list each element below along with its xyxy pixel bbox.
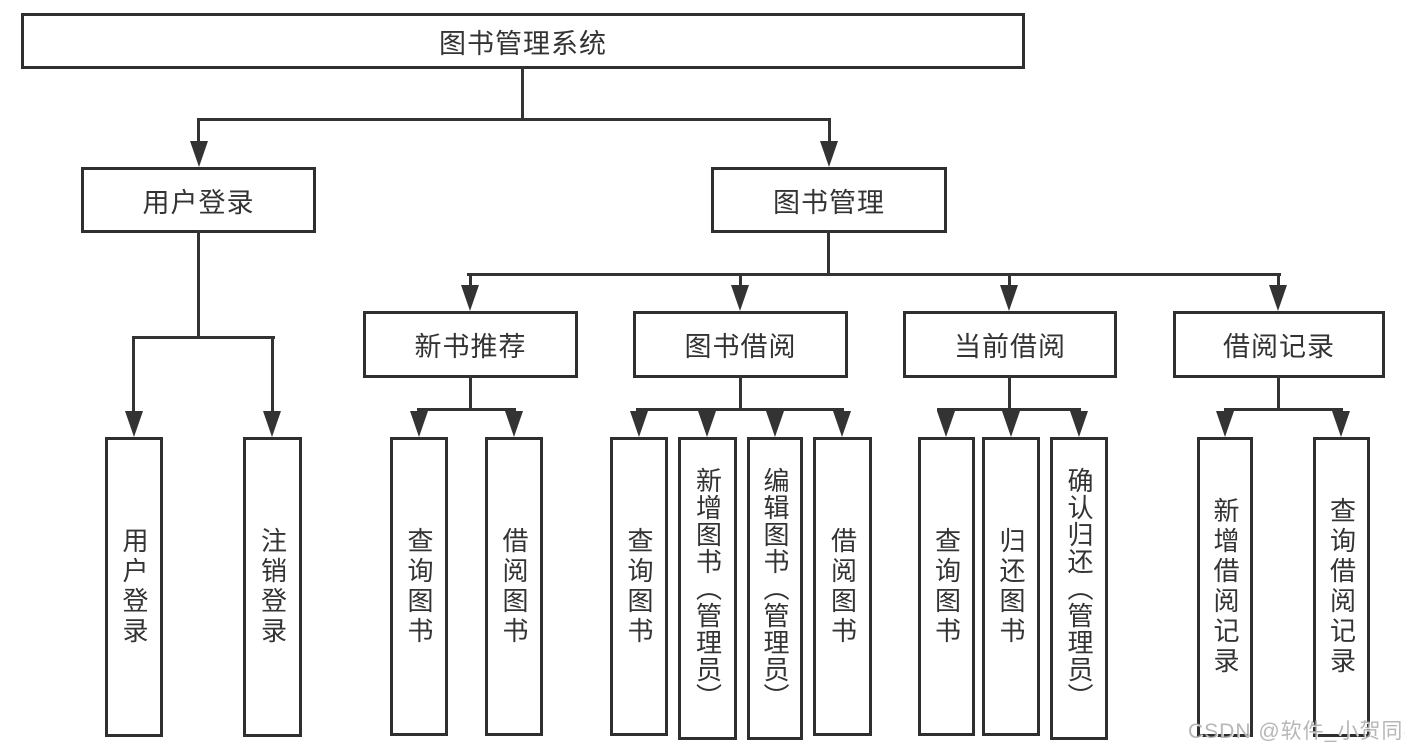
connector-hline (467, 273, 1281, 276)
watermark: CSDN @软件_小贺同学 (1188, 720, 1405, 743)
connector-vline (197, 118, 200, 146)
connector-hline (417, 408, 516, 411)
node-borrow-records: 借阅记录 (1173, 311, 1385, 378)
leaf-return-book: 归还图书 (982, 437, 1040, 736)
arrowhead (820, 141, 838, 167)
connector-vline (469, 375, 472, 411)
arrowhead (1000, 285, 1018, 311)
arrowhead (937, 411, 955, 437)
leaf-add-borrow-record: 新增借阅记录 (1197, 437, 1253, 737)
arrowhead (1332, 411, 1350, 437)
connector-vline (827, 230, 830, 276)
leaf-user-login: 用户登录 (105, 437, 163, 737)
arrowhead (630, 411, 648, 437)
leaf-add-book-admin: 新增图书（管理员） (678, 437, 737, 740)
leaf-query-borrow-record: 查询借阅记录 (1313, 437, 1370, 737)
leaf-query-books-current: 查询图书 (918, 437, 975, 736)
connector-hline (636, 408, 844, 411)
leaf-query-books-borrow: 查询图书 (610, 437, 668, 736)
connector-vline (132, 336, 135, 413)
arrowhead (1002, 411, 1020, 437)
connector-vline (1008, 273, 1011, 288)
leaf-query-books-recommend: 查询图书 (390, 437, 448, 736)
arrowhead (1216, 411, 1234, 437)
connector-hline (1224, 408, 1343, 411)
connector-vline (197, 230, 200, 339)
arrowhead (461, 285, 479, 311)
connector-vline (1277, 273, 1280, 288)
node-book-management: 图书管理 (711, 167, 947, 233)
arrowhead (125, 411, 143, 437)
connector-vline (739, 273, 742, 288)
connector-vline (1277, 375, 1280, 411)
connector-vline (828, 118, 831, 146)
node-new-book-recommend: 新书推荐 (363, 311, 578, 378)
connector-vline (521, 66, 524, 121)
arrowhead (263, 411, 281, 437)
arrowhead (1070, 411, 1088, 437)
connector-vline (469, 273, 472, 288)
node-library-system: 图书管理系统 (21, 13, 1025, 69)
arrowhead (410, 411, 428, 437)
arrowhead (190, 141, 208, 167)
arrowhead (731, 285, 749, 311)
arrowhead (698, 411, 716, 437)
connector-hline (132, 336, 275, 339)
connector-hline (197, 118, 831, 121)
leaf-confirm-return-admin: 确认归还（管理员） (1050, 437, 1108, 740)
leaf-borrow-books: 借阅图书 (813, 437, 872, 736)
arrowhead (1269, 285, 1287, 311)
arrowhead (766, 411, 784, 437)
leaf-edit-book-admin: 编辑图书（管理员） (747, 437, 803, 740)
connector-hline (937, 408, 1081, 411)
node-book-borrow: 图书借阅 (633, 311, 848, 378)
node-user-login: 用户登录 (81, 167, 316, 233)
arrowhead (833, 411, 851, 437)
connector-vline (739, 375, 742, 411)
node-current-borrow: 当前借阅 (903, 311, 1117, 378)
connector-vline (1008, 375, 1011, 411)
connector-vline (271, 336, 274, 413)
leaf-borrow-books-recommend: 借阅图书 (485, 437, 543, 736)
leaf-logout: 注销登录 (243, 437, 302, 737)
arrowhead (505, 411, 523, 437)
